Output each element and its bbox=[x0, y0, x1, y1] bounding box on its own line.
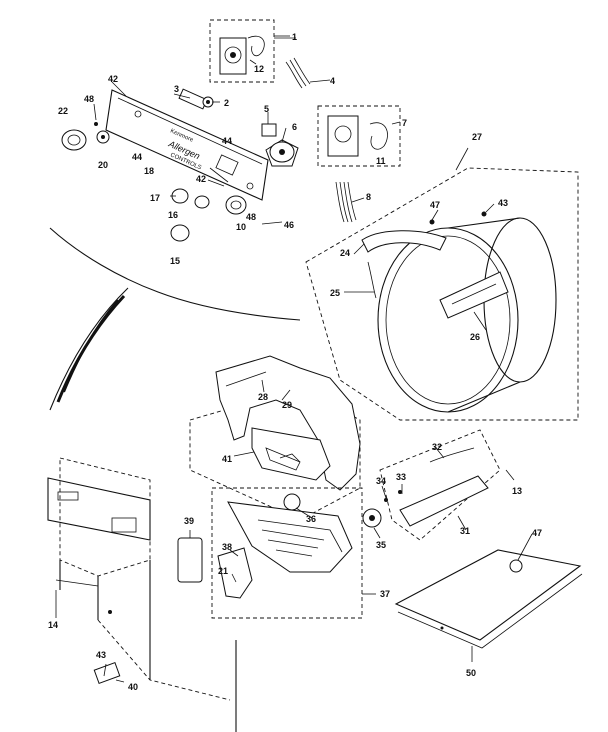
label-44a: 44 bbox=[132, 152, 142, 162]
label-21: 21 bbox=[218, 566, 228, 576]
label-11: 11 bbox=[376, 156, 386, 166]
label-34: 34 bbox=[376, 476, 386, 486]
label-32: 32 bbox=[432, 442, 442, 452]
label-3: 3 bbox=[174, 84, 179, 94]
label-17: 17 bbox=[150, 193, 160, 203]
cabinet-front-curve bbox=[49, 287, 129, 411]
cabinet-front-curve-shadow bbox=[56, 294, 126, 403]
drum bbox=[377, 227, 519, 413]
label-33: 33 bbox=[396, 472, 406, 482]
switch-box bbox=[317, 105, 401, 167]
label-48: 48 bbox=[84, 94, 94, 104]
label-42: 42 bbox=[108, 74, 118, 84]
label-18: 18 bbox=[144, 166, 154, 176]
label-8: 8 bbox=[366, 192, 371, 202]
label-22: 22 bbox=[58, 106, 68, 116]
label-47: 47 bbox=[430, 200, 440, 210]
drum-box bbox=[305, 167, 579, 421]
label-41: 41 bbox=[222, 454, 232, 464]
front-panel bbox=[59, 457, 151, 577]
label-25: 25 bbox=[330, 288, 340, 298]
label-37: 37 bbox=[380, 589, 390, 599]
label-16: 16 bbox=[168, 210, 178, 220]
label-7: 7 bbox=[402, 118, 407, 128]
label-10: 10 bbox=[236, 222, 246, 232]
label-44b: 44 bbox=[222, 136, 232, 146]
label-12: 12 bbox=[254, 64, 264, 74]
label-5: 5 bbox=[264, 104, 269, 114]
label-15: 15 bbox=[170, 256, 180, 266]
label-42b: 42 bbox=[196, 174, 206, 184]
label-24: 24 bbox=[340, 248, 350, 258]
label-28: 28 bbox=[258, 392, 268, 402]
label-26: 26 bbox=[470, 332, 480, 342]
label-29: 29 bbox=[282, 400, 292, 410]
label-14: 14 bbox=[48, 620, 58, 630]
label-27: 27 bbox=[472, 132, 482, 142]
timer-box bbox=[209, 19, 275, 83]
label-13: 13 bbox=[512, 486, 522, 496]
label-47b: 47 bbox=[532, 528, 542, 538]
label-38: 38 bbox=[222, 542, 232, 552]
leader-lines bbox=[55, 35, 533, 683]
part-labels: 1 12 42 3 2 4 48 22 20 44 18 5 6 7 11 27… bbox=[48, 32, 542, 692]
label-31: 31 bbox=[460, 526, 470, 536]
control-panel bbox=[105, 89, 269, 201]
label-39: 39 bbox=[184, 516, 194, 526]
label-46: 46 bbox=[284, 220, 294, 230]
label-1: 1 bbox=[292, 32, 297, 42]
label-48b: 48 bbox=[246, 212, 256, 222]
knob-22 bbox=[61, 129, 87, 151]
label-2: 2 bbox=[224, 98, 229, 108]
label-50: 50 bbox=[466, 668, 476, 678]
label-36: 36 bbox=[306, 514, 316, 524]
label-40: 40 bbox=[128, 682, 138, 692]
label-6: 6 bbox=[292, 122, 297, 132]
label-43: 43 bbox=[498, 198, 508, 208]
cabinet-top-curve bbox=[49, 227, 301, 321]
base-plate bbox=[394, 549, 582, 641]
label-20: 20 bbox=[98, 160, 108, 170]
label-35: 35 bbox=[376, 540, 386, 550]
label-4: 4 bbox=[330, 76, 335, 86]
label-43b: 43 bbox=[96, 650, 106, 660]
